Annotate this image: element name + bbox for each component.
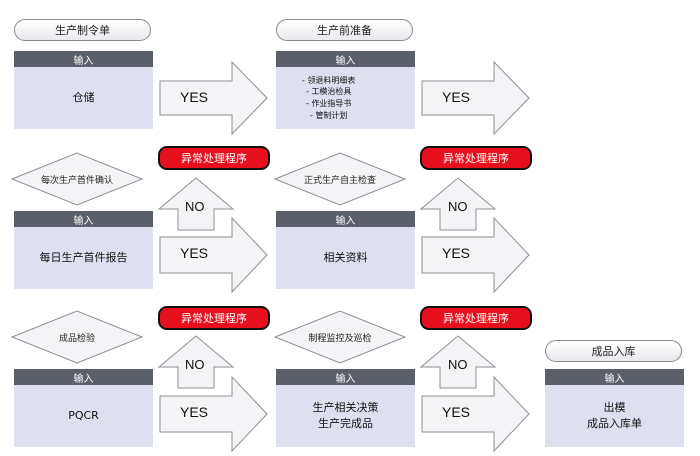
self-inspection-decision-label: 正式生产自主检查 bbox=[303, 175, 376, 186]
exception-procedure-button[interactable]: 异常处理程序 bbox=[158, 146, 270, 170]
daily-first-article-report-box: 每日生产首件报告 bbox=[14, 227, 153, 289]
finished-goods-line: 生产完成品 bbox=[318, 417, 373, 430]
no-label: NO bbox=[185, 199, 205, 214]
warehousing-box: 出模 成品入库单 bbox=[545, 385, 684, 447]
yes-arrow-3 bbox=[159, 216, 268, 294]
yes-arrow-4 bbox=[421, 216, 530, 294]
yes-arrow-6 bbox=[421, 375, 530, 453]
input-header: 输入 bbox=[14, 369, 153, 385]
decision-diamond-process-monitor bbox=[273, 310, 407, 364]
input-header: 输入 bbox=[545, 369, 684, 385]
input-header: 输入 bbox=[14, 51, 153, 67]
yes-arrow-1 bbox=[159, 60, 268, 136]
no-arrow-3 bbox=[157, 335, 235, 389]
yes-arrow-2 bbox=[421, 60, 530, 136]
no-label: NO bbox=[185, 357, 205, 372]
yes-label: YES bbox=[442, 245, 471, 261]
decision-diamond-first-article bbox=[10, 152, 144, 206]
list-item: 作业指导书 bbox=[302, 98, 355, 110]
production-decision-box: 生产相关决策 生产完成品 bbox=[276, 385, 415, 447]
pre-production-title: 生产前准备 bbox=[276, 19, 413, 41]
exception-procedure-button[interactable]: 异常处理程序 bbox=[158, 306, 270, 330]
yes-label: YES bbox=[442, 404, 471, 420]
no-arrow-4 bbox=[419, 335, 497, 389]
production-order-title: 生产制令单 bbox=[14, 19, 151, 41]
yes-label: YES bbox=[180, 404, 209, 420]
input-header: 输入 bbox=[276, 51, 415, 67]
warehouse-box: 仓储 bbox=[14, 67, 153, 129]
list-item: 领退料明细表 bbox=[302, 75, 355, 87]
process-monitor-decision-label: 制程监控及巡检 bbox=[308, 333, 372, 344]
yes-label: YES bbox=[180, 245, 209, 261]
exception-procedure-button[interactable]: 异常处理程序 bbox=[420, 146, 532, 170]
decision-diamond-final-inspection bbox=[10, 310, 144, 364]
input-header: 输入 bbox=[276, 369, 415, 385]
production-decision-line: 生产相关决策 bbox=[312, 401, 379, 415]
pre-production-list-box: 领退料明细表 工模治检具 作业指导书 管制计划 bbox=[276, 67, 415, 129]
pqcr-box: PQCR bbox=[14, 385, 153, 447]
out-mold-line: 出模 bbox=[603, 401, 626, 415]
list-item: 工模治检具 bbox=[302, 86, 355, 98]
no-label: NO bbox=[448, 357, 468, 372]
decision-diamond-self-inspection bbox=[273, 152, 407, 206]
first-article-decision-label: 每次生产首件确认 bbox=[40, 175, 113, 186]
no-arrow-1 bbox=[157, 177, 235, 231]
no-arrow-2 bbox=[419, 177, 497, 231]
yes-label: YES bbox=[442, 89, 471, 105]
input-header: 输入 bbox=[14, 211, 153, 227]
list-item: 管制计划 bbox=[302, 110, 355, 122]
yes-label: YES bbox=[180, 89, 209, 105]
pre-production-list: 领退料明细表 工模治检具 作业指导书 管制计划 bbox=[302, 75, 355, 121]
finished-goods-warehousing-title: 成品入库 bbox=[545, 340, 682, 362]
input-header: 输入 bbox=[276, 211, 415, 227]
yes-arrow-5 bbox=[159, 375, 268, 453]
exception-procedure-button[interactable]: 异常处理程序 bbox=[420, 306, 532, 330]
warehousing-slip-line: 成品入库单 bbox=[587, 417, 642, 430]
related-materials-box: 相关资料 bbox=[276, 227, 415, 289]
final-inspection-decision-label: 成品检验 bbox=[58, 333, 95, 344]
no-label: NO bbox=[448, 199, 468, 214]
